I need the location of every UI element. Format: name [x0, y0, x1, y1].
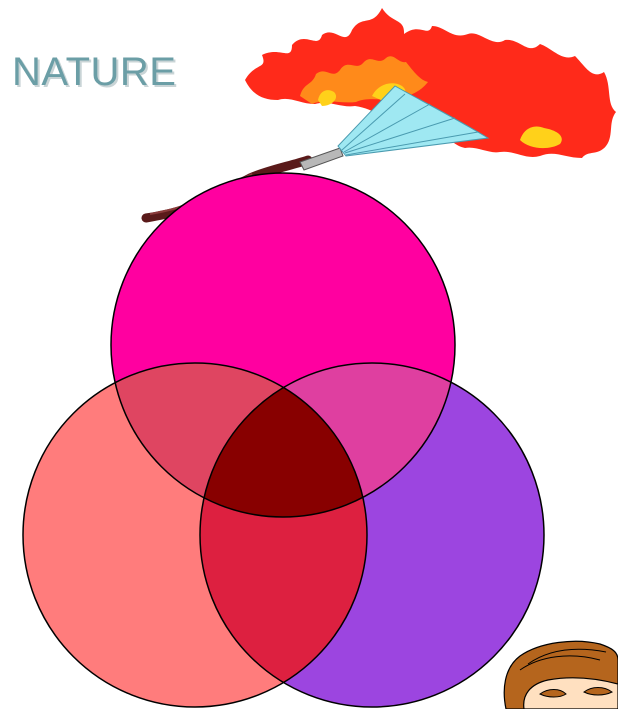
cartoon-face-clipart [504, 641, 618, 709]
venn-diagram [23, 173, 544, 707]
